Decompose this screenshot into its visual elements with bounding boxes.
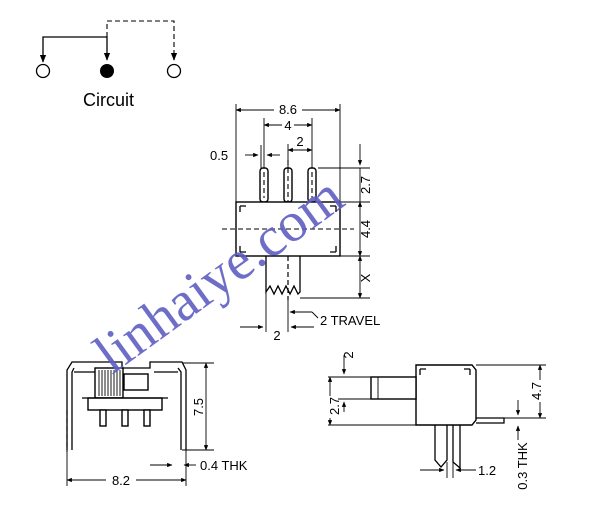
dim-pitch: 2 — [296, 134, 303, 149]
terminal-left — [35, 63, 51, 79]
actuator-front — [94, 367, 124, 399]
circuit-solid-wire — [42, 36, 108, 60]
dim-width: 8.6 — [279, 102, 297, 117]
circuit-symbol: Circuit — [35, 20, 182, 110]
front-pin-3 — [143, 409, 151, 427]
slider-window — [123, 373, 149, 391]
side-view: 2 2.7 4.7 0.3 THK 1.2 — [324, 351, 546, 490]
dim-actuator-width: 2 — [273, 328, 280, 343]
dim-total-height: 4.7 — [529, 382, 544, 400]
front-pin-2 — [121, 409, 129, 427]
actuator-top — [265, 256, 301, 296]
dim-thickness-front: 0.4 THK — [200, 458, 248, 473]
watermark: linhaiye.com — [83, 164, 355, 385]
dim-thickness-side: 0.3 THK — [515, 442, 530, 490]
dim-travel: 2 TRAVEL — [320, 313, 380, 328]
front-pin-1 — [99, 409, 107, 427]
dim-width-front: 8.2 — [112, 473, 130, 488]
dim-actuator-offset: 2.7 — [327, 397, 342, 415]
terminal-common — [100, 64, 114, 78]
dim-leg-width: 1.2 — [478, 463, 496, 478]
housing-base — [87, 397, 163, 411]
dim-pin-length: 2.7 — [358, 176, 373, 194]
dim-body-height: 4.4 — [358, 220, 373, 238]
terminal-right — [166, 63, 182, 79]
actuator-side — [370, 376, 417, 400]
dim-pitch-outer: 4 — [284, 118, 291, 133]
dim-actuator-height: 2 — [341, 351, 356, 358]
front-view: 7.5 8.2 0.4 THK — [66, 361, 248, 488]
mounting-tab — [476, 417, 505, 424]
switch-body-side — [415, 364, 477, 426]
actuator-ridges — [98, 370, 121, 396]
top-view: 8.6 4 2 0.5 2.7 4.4 — [210, 102, 380, 343]
circuit-label: Circuit — [83, 90, 134, 110]
leg-2 — [452, 425, 461, 470]
dim-height: 7.5 — [191, 398, 206, 416]
dim-actuator-length: X — [358, 273, 373, 282]
leg-1 — [434, 425, 448, 468]
circuit-dashed-wire — [106, 20, 175, 58]
frame-outline — [66, 361, 187, 450]
dim-pin-thickness: 0.5 — [210, 148, 228, 163]
